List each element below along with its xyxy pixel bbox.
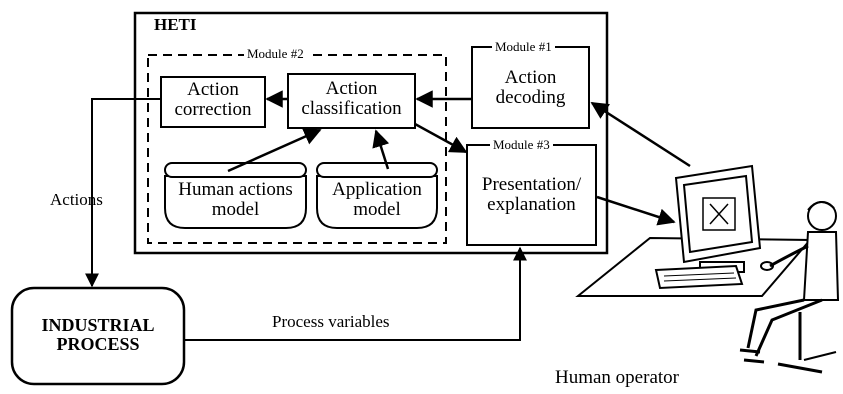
human-actions-model-line2: model: [211, 198, 260, 220]
application-model-shape: [316, 162, 438, 229]
module3-line2: explanation: [487, 193, 576, 215]
action-correction-line2: correction: [174, 98, 252, 120]
operator-caption: Human operator: [555, 367, 679, 388]
module1-line1: Action: [504, 67, 557, 88]
application-model-label: Application model: [317, 180, 437, 220]
module1-line2: decoding: [495, 86, 566, 108]
heti-title: HETI: [154, 15, 197, 34]
industrial-process-line2: PROCESS: [56, 333, 140, 354]
module3-line1: Presentation/: [481, 174, 582, 195]
arrow-computer-to-decoding: [590, 101, 691, 168]
arrow-process-to-presentation: [184, 246, 527, 341]
module1-box: [471, 46, 590, 129]
application-model-line2: model: [353, 198, 401, 220]
module2-frame: [147, 54, 447, 244]
human-actions-model-shape: [164, 162, 307, 229]
module3-label: Presentation/ explanation: [467, 175, 596, 215]
action-classification-line2: classification: [301, 97, 402, 119]
module3-title: Module #3: [490, 138, 553, 152]
module3-box: [466, 144, 597, 246]
module1-title: Module #1: [492, 40, 555, 54]
module1-label: Action decoding: [472, 68, 589, 108]
action-correction-box: [160, 76, 266, 128]
arrow-human-model-to-classification: [227, 128, 322, 173]
heti-frame: [133, 11, 609, 255]
edge-label-actions: Actions: [50, 190, 103, 209]
edge-label-process-variables: Process variables: [272, 312, 390, 331]
industrial-process-box: [10, 286, 186, 386]
action-correction-line1: Action: [187, 79, 239, 100]
human-actions-model-line1: Human actions: [178, 179, 293, 200]
module2-title: Module #2: [244, 47, 307, 61]
arrow-correction-to-process: [85, 98, 161, 288]
arrow-presentation-to-computer: [596, 195, 676, 226]
action-classification-line1: Action: [325, 78, 378, 99]
industrial-process-label: INDUSTRIAL PROCESS: [12, 316, 184, 354]
action-correction-label: Action correction: [161, 80, 265, 120]
action-classification-label: Action classification: [288, 79, 415, 119]
human-operator-illustration: [575, 164, 840, 374]
application-model-line1: Application: [332, 179, 422, 200]
human-actions-model-label: Human actions model: [165, 180, 306, 220]
industrial-process-line1: INDUSTRIAL: [41, 315, 155, 335]
action-classification-box: [287, 73, 416, 129]
arrow-classification-to-module3: [414, 122, 468, 154]
arrow-application-model-to-classification: [372, 129, 390, 170]
